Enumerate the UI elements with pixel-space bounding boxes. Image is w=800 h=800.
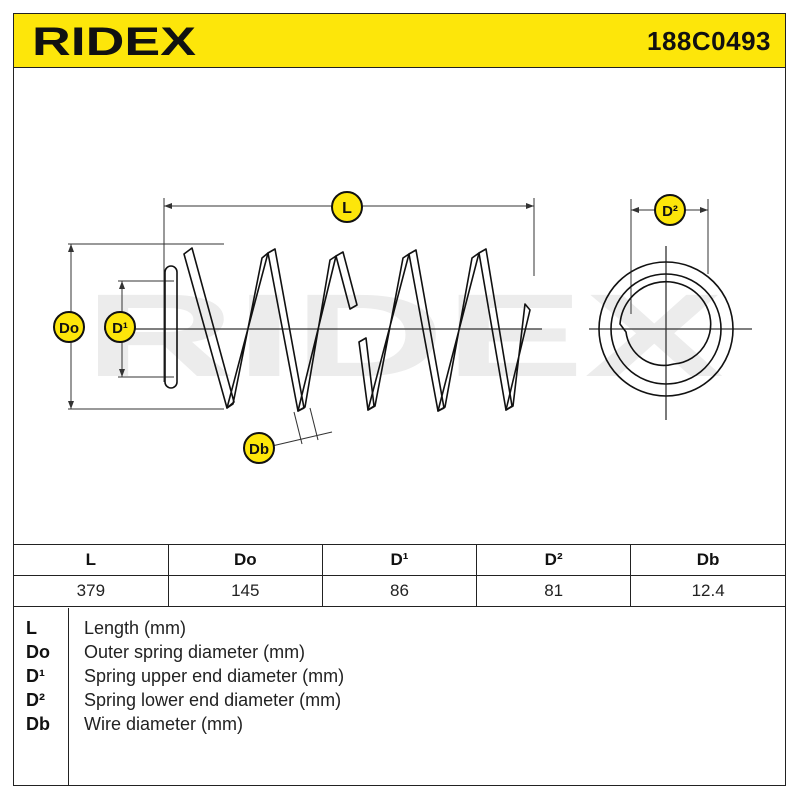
- legend-description: Spring upper end diameter (mm): [84, 666, 345, 686]
- label-D2: D²: [662, 203, 678, 220]
- legend-symbol: Do: [26, 642, 50, 662]
- label-L: L: [342, 200, 352, 217]
- legend-description: Wire diameter (mm): [84, 714, 244, 734]
- specs-header-D2: D²: [476, 544, 632, 576]
- legend-description: Spring lower end diameter (mm): [84, 690, 342, 710]
- legend-description: Outer spring diameter (mm): [84, 642, 306, 662]
- label-Do-badge: Do: [53, 311, 85, 343]
- specs-header-Db: Db: [630, 544, 785, 576]
- legend-symbol: D²: [26, 690, 45, 710]
- specs-table: L Do D¹ D² Db 379 145 86 81 12.4: [14, 544, 785, 607]
- specs-value-D1: 86: [321, 575, 478, 607]
- label-D1: D¹: [112, 320, 128, 337]
- dimension-arrows: [68, 203, 708, 409]
- label-Do: Do: [59, 320, 79, 337]
- specs-value-D2: 81: [476, 575, 632, 607]
- brand-logo: RIDEX: [32, 20, 196, 61]
- spring-side-view: [164, 247, 531, 412]
- label-Db-badge: Db: [243, 432, 275, 464]
- legend-symbol: L: [26, 618, 37, 638]
- specs-value-Db: 12.4: [630, 575, 785, 607]
- specs-header-L: L: [14, 544, 169, 576]
- legend-divider: [68, 608, 69, 785]
- label-D1-badge: D¹: [104, 311, 136, 343]
- legend-symbol: Db: [26, 714, 50, 734]
- specs-header-D1: D¹: [321, 544, 478, 576]
- part-number: 188C0493: [647, 26, 771, 56]
- watermark-text: RIDEX: [84, 270, 724, 402]
- specs-value-Do: 145: [167, 575, 323, 607]
- legend-item: L Length (mm): [14, 618, 785, 642]
- legend-item: Do Outer spring diameter (mm): [14, 642, 785, 666]
- brand-logo-text: RIDEX: [32, 20, 196, 61]
- specs-header-row: L Do D¹ D² Db: [14, 544, 785, 576]
- legend-description: Length (mm): [84, 618, 187, 638]
- label-L-badge: L: [331, 191, 363, 223]
- dimension-lines: [68, 198, 709, 447]
- legend-symbol: D¹: [26, 666, 45, 686]
- product-sheet: RIDEX 188C0493 RIDEX: [13, 13, 786, 786]
- spring-diagram: RIDEX: [53, 191, 752, 464]
- label-D2-badge: D²: [654, 194, 686, 226]
- legend: L Length (mm) Do Outer spring diameter (…: [14, 608, 785, 785]
- specs-value-row: 379 145 86 81 12.4: [14, 575, 785, 607]
- legend-item: D¹ Spring upper end diameter (mm): [14, 666, 785, 690]
- specs-header-Do: Do: [167, 544, 323, 576]
- legend-item: Db Wire diameter (mm): [14, 714, 785, 738]
- label-Db: Db: [249, 441, 269, 458]
- specs-value-L: 379: [14, 575, 169, 607]
- legend-item: D² Spring lower end diameter (mm): [14, 690, 785, 714]
- header-bar: RIDEX 188C0493: [14, 14, 785, 68]
- spring-end-view: [598, 261, 734, 397]
